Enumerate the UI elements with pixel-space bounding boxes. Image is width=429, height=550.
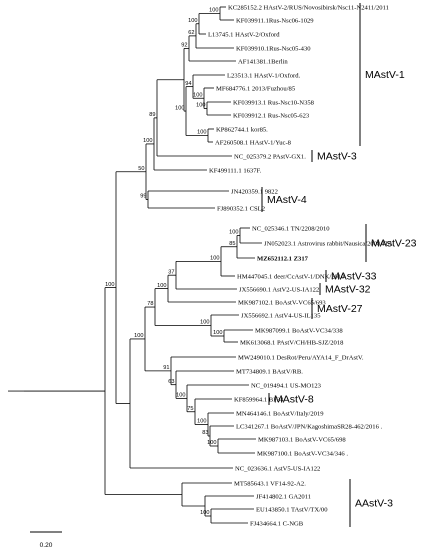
bootstrap-value: 91 [163, 365, 169, 371]
bootstrap-value: 78 [147, 301, 153, 307]
clade-label: MAstV-8 [274, 394, 314, 406]
leaf-label: MK987102.1 BoAstV-VC65/693 [238, 299, 326, 306]
bootstrap-value: 100 [229, 230, 238, 236]
leaf-label: KF039912.1 Rus-Nsc05-623 [233, 112, 310, 119]
leaf-label: KP862744.1 kor85. [216, 126, 268, 133]
leaf-label: NC_019494.1 US-MO123 [251, 382, 322, 389]
leaf-label: KF039911.1Rus-Nsc06-1029 [236, 17, 314, 24]
bootstrap-value: 100 [176, 393, 185, 399]
bootstrap-value: 89 [149, 112, 155, 118]
leaf-label: KF859964.1 BF34 [234, 396, 284, 403]
leaf-label: JN420359.1 9822 [231, 188, 278, 195]
clade-label: MAstV-3 [317, 151, 357, 163]
bootstrap-value: 50 [138, 166, 144, 172]
leaf-label: AF141381.1Berlin [238, 58, 288, 65]
leaf-label: LC341267.1 BoAstV/JPN/KagoshimaSR28-462/… [236, 423, 383, 430]
leaf-label: L13745.1 HAstV-2/Oxford [208, 31, 280, 38]
bootstrap-value: 37 [168, 269, 174, 275]
leaf-label: KF039913.1 Rus-Nsc10-N358 [233, 99, 315, 106]
bootstrap-value: 100 [213, 330, 222, 336]
leaf-label: KF039910.1Rus-Nsc05-430 [236, 45, 311, 52]
bootstrap-value: 85 [229, 241, 235, 247]
clade-label: MAstV-23 [371, 238, 417, 250]
clade-label: MAstV-27 [317, 303, 363, 315]
leaf-label: FJ434664.1 C-NGB [250, 520, 304, 527]
clade-label: MAstV-1 [365, 69, 405, 81]
bootstrap-value: 100 [188, 18, 197, 24]
leaf-label: FJ890352.1 CSL2 [217, 205, 265, 212]
leaf-label: MK987103.1 BoAstV-VC65/698 [258, 436, 346, 443]
bootstrap-value: 100 [210, 256, 219, 262]
bootstrap-value: 100 [143, 138, 152, 144]
bootstrap-value: 100 [209, 8, 218, 14]
bootstrap-value: 99 [140, 194, 146, 200]
clade-label: AAstV-3 [355, 498, 393, 510]
leaf-label: JX556690.1 AstV2-US-IA122 [239, 286, 319, 293]
bootstrap-value: 62 [188, 30, 194, 36]
leaf-label: MK987099.1 BoAstV-VC34/338 [255, 327, 343, 334]
leaf-label: MZ652112.1 Z317 [257, 255, 309, 262]
bootstrap-value: 100 [197, 130, 206, 136]
leaf-label: MW249010.1 DesRot/Peru/AYA14_F_DrAstV. [238, 354, 364, 361]
leaf-label: KC285152.2 HAstV-2/RUS/Novosibirsk/Nsc11… [228, 4, 389, 11]
leaf-label: HM447045.1 deer/CcAstV-1/DNK/2010 [237, 273, 345, 280]
leaf-label: AF260508.1 HAstV-1/Yuc-8 [215, 139, 292, 146]
bootstrap-value: 100 [134, 333, 143, 339]
bootstrap-value: 92 [181, 43, 187, 49]
leaf-label: JX556692.1 AstV4-US-IL135 [241, 312, 321, 319]
bootstrap-value: 100 [207, 440, 216, 446]
bootstrap-value: 100 [175, 105, 184, 111]
leaf-label: JF414802.1 GA2011 [256, 493, 311, 500]
bootstrap-value: 100 [157, 283, 166, 289]
clade-label: MAstV-32 [325, 284, 371, 296]
bootstrap-value: 83 [202, 430, 208, 436]
bootstrap-value: 75 [187, 406, 193, 412]
leaf-label: MT734809.1 BAstV/RB. [236, 368, 303, 375]
leaf-label: MK613068.1 PAstV/CH/HB-SJZ/2018 [240, 339, 344, 346]
bootstrap-value: 94 [185, 81, 191, 87]
clade-label: MAstV-4 [267, 194, 307, 206]
bootstrap-value: 100 [197, 419, 206, 425]
leaf-label: NC_025346.1 TN/2208/2010 [252, 225, 330, 232]
leaf-label: MT585643.1 VF14-92-A2. [234, 480, 306, 487]
bootstrap-value: 100 [200, 320, 209, 326]
bootstrap-value: 100 [196, 103, 205, 109]
bootstrap-value: 100 [105, 282, 114, 288]
leaf-label: KF499111.1 1637F. [209, 167, 262, 174]
leaf-label: EU143850.1 TAstV/TX/00 [256, 506, 328, 513]
leaf-label: NC_023636.1 AstV5-US-IA122 [235, 465, 320, 472]
scale-bar-label: 0.20 [40, 542, 53, 549]
leaf-label: MN464146.1 BoAstV/Italy/2019 [236, 410, 324, 417]
leaf-label: MK987100.1 BoAstV-VC34/346 . [257, 450, 348, 457]
clade-label: MAstV-33 [331, 271, 377, 283]
bootstrap-value: 100 [193, 92, 202, 98]
leaf-label: JN052023.1 Astrovirus rabbit/Nausica/200… [264, 240, 393, 247]
leaf-label: L23513.1 HAstV-1/Oxford. [227, 72, 301, 79]
leaf-label: MF684776.1 2013/Fuzhou/85 [216, 85, 296, 92]
leaf-label: NC_025379.2 PAstV-GX1. [234, 153, 306, 160]
